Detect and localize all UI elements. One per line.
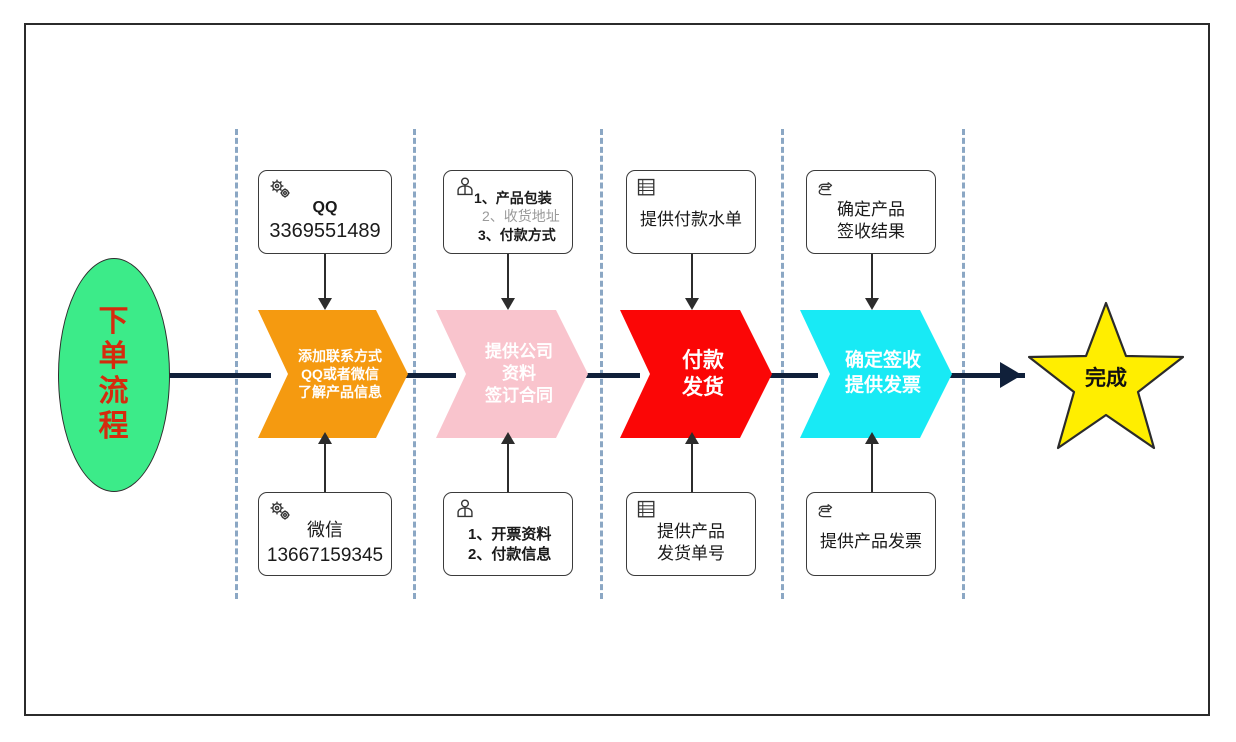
chevron-line: 付款	[682, 348, 724, 372]
box-line: 1、产品包装	[474, 190, 552, 206]
flow-arrowhead-end	[1000, 362, 1022, 388]
stage-1-bottom-box[interactable]: 微信 13667159345	[258, 492, 392, 576]
stage-2-bottom-arrowhead	[501, 432, 515, 444]
box-line: 签收结果	[837, 222, 905, 242]
chevron-line: 提供发票	[844, 375, 921, 396]
stage-3-top-arrowhead	[685, 298, 699, 310]
stage-2-top-box-text: 1、产品包装 2、收货地址 3、付款方式	[444, 189, 572, 244]
box-line: 2、收货地址	[482, 208, 560, 225]
chevron-line: 签订合同	[485, 386, 553, 406]
stage-4-bottom-connector	[871, 442, 873, 492]
stage-4-top-box-text: 确定产品 签收结果	[807, 199, 935, 244]
flow-line-2-3	[578, 373, 640, 378]
chevron-line: 提供公司	[485, 341, 553, 361]
stage-4-chevron-label: 确定签收 提供发票	[831, 349, 921, 398]
lane-separator-5	[962, 129, 965, 599]
chevron-line: 添加联系方式	[298, 347, 382, 364]
list-document-icon	[636, 499, 662, 525]
stage-2-top-arrowhead	[501, 298, 515, 310]
box-line: 2、付款信息	[468, 545, 552, 563]
stage-1-bottom-connector	[324, 442, 326, 492]
stage-1-top-connector	[324, 254, 326, 302]
pointing-hand-icon	[816, 499, 842, 525]
stage-3-chevron[interactable]: 付款 发货	[620, 310, 772, 438]
box-line: 微信	[307, 520, 343, 540]
stage-2-top-box[interactable]: 1、产品包装 2、收货地址 3、付款方式	[443, 170, 573, 254]
stage-4-bottom-box[interactable]: 提供产品发票	[806, 492, 936, 576]
stage-1-top-box[interactable]: QQ 3369551489	[258, 170, 392, 254]
stage-2-bottom-box[interactable]: 1、开票资料 2、付款信息	[443, 492, 573, 576]
chevron-line: 发货	[682, 376, 724, 399]
flow-line-3-4	[760, 373, 818, 378]
stage-3-chevron-label: 付款 发货	[668, 347, 724, 402]
stage-4-top-arrowhead	[865, 298, 879, 310]
stage-3-bottom-box-text: 提供产品 发货单号	[627, 521, 755, 566]
end-node-label: 完成	[1085, 367, 1127, 390]
stage-1-top-box-text: QQ 3369551489	[259, 197, 391, 245]
start-node[interactable]: 下 单 流 程	[58, 258, 170, 492]
list-document-icon	[636, 177, 662, 203]
box-line: 提供产品发票	[820, 532, 922, 551]
start-label-line-3: 流	[98, 375, 130, 408]
lane-separator-1	[235, 129, 238, 599]
start-label-line-4: 程	[98, 409, 130, 443]
person-icon	[453, 497, 479, 523]
flow-line-1-2	[396, 373, 456, 378]
gears-icon	[268, 177, 294, 203]
stage-2-chevron-label: 提供公司 资料 签订合同	[471, 341, 553, 407]
stage-2-top-connector	[507, 254, 509, 302]
stage-3-bottom-arrowhead	[685, 432, 699, 444]
chevron-line: 资料	[502, 363, 536, 383]
gears-icon	[268, 499, 294, 525]
start-node-label: 下 单 流 程	[99, 305, 130, 444]
person-icon	[453, 175, 479, 201]
box-line: 提供付款水单	[640, 210, 742, 229]
stage-1-chevron[interactable]: 添加联系方式 QQ或者微信 了解产品信息	[258, 310, 408, 438]
stage-4-bottom-box-text: 提供产品发票	[807, 531, 935, 553]
box-line: 3369551489	[269, 220, 381, 243]
box-line: 确定产品	[837, 200, 905, 219]
chevron-line: QQ或者微信	[301, 365, 379, 382]
stage-3-top-box-text: 提供付款水单	[627, 209, 755, 231]
stage-3-top-connector	[691, 254, 693, 302]
stage-4-top-connector	[871, 254, 873, 302]
flow-line-end	[940, 373, 1025, 378]
box-line: 1、开票资料	[468, 526, 552, 543]
pointing-hand-icon	[816, 177, 842, 203]
chevron-line: 了解产品信息	[298, 384, 382, 401]
lane-separator-2	[413, 129, 416, 599]
stage-4-top-box[interactable]: 确定产品 签收结果	[806, 170, 936, 254]
box-line: QQ	[312, 199, 338, 216]
stage-1-chevron-label: 添加联系方式 QQ或者微信 了解产品信息	[284, 347, 382, 402]
flow-line-start	[163, 373, 271, 378]
stage-3-bottom-box[interactable]: 提供产品 发货单号	[626, 492, 756, 576]
box-line: 13667159345	[266, 544, 384, 566]
stage-2-bottom-box-text: 1、开票资料 2、付款信息	[444, 525, 572, 565]
stage-2-bottom-connector	[507, 442, 509, 492]
stage-4-chevron[interactable]: 确定签收 提供发票	[800, 310, 952, 438]
stage-4-bottom-arrowhead	[865, 432, 879, 444]
end-node[interactable]: 完成	[1027, 300, 1185, 452]
lane-separator-4	[781, 129, 784, 599]
start-label-line-2: 单	[98, 340, 130, 374]
box-line: 提供产品	[657, 522, 725, 541]
stage-2-chevron[interactable]: 提供公司 资料 签订合同	[436, 310, 588, 438]
stage-1-top-arrowhead	[318, 298, 332, 310]
stage-3-bottom-connector	[691, 442, 693, 492]
start-label-line-1: 下	[98, 305, 130, 339]
stage-1-bottom-box-text: 微信 13667159345	[259, 519, 391, 568]
chevron-line: 确定签收	[844, 350, 921, 372]
box-line: 发货单号	[657, 544, 725, 564]
stage-3-top-box[interactable]: 提供付款水单	[626, 170, 756, 254]
box-line: 3、付款方式	[478, 226, 556, 243]
stage-1-bottom-arrowhead	[318, 432, 332, 444]
lane-separator-3	[600, 129, 603, 599]
